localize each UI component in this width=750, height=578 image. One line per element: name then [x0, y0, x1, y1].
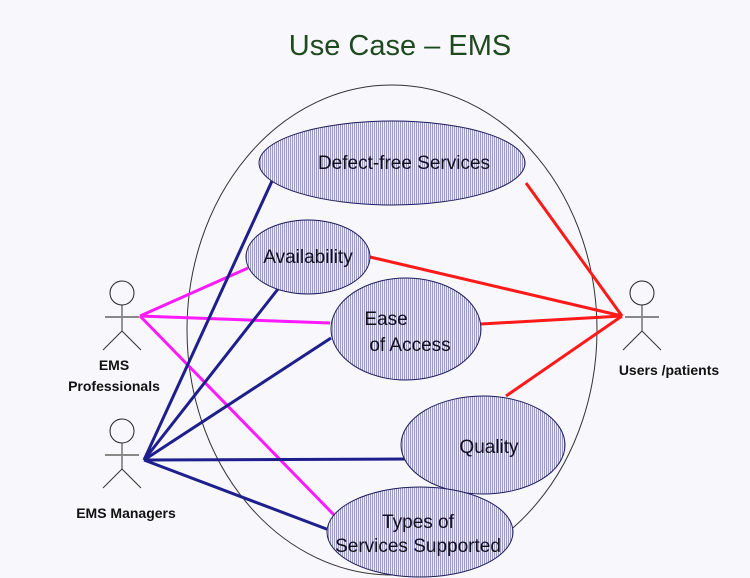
use-case-label: of Access: [369, 335, 450, 356]
actor-users[interactable]: Users /patients: [619, 280, 720, 378]
actor-label: Users /patients: [619, 362, 720, 378]
association-users-defect-free: [524, 182, 624, 317]
association-managers-types-of-services: [143, 458, 346, 538]
actor-head: [109, 280, 135, 306]
use-case-ellipse[interactable]: [400, 395, 566, 495]
use-case-quality[interactable]: Quality: [400, 395, 566, 495]
use-case-label: Types of: [382, 512, 455, 533]
actor-label: EMS Managers: [76, 505, 176, 521]
use-case-label: Quality: [459, 437, 519, 458]
association-professionals-types-of-services: [138, 314, 338, 519]
association-users-availability: [369, 255, 623, 318]
association-managers-availability: [142, 288, 280, 461]
actor-right-leg: [641, 330, 662, 351]
association-users-ease-of-access: [480, 314, 623, 326]
use-case-types-of-services[interactable]: Types of Services Supported: [326, 486, 514, 578]
association-professionals-ease-of-access: [139, 314, 331, 325]
association-managers-defect-free: [142, 180, 274, 461]
actor-label: Professionals: [68, 378, 160, 394]
association-managers-quality: [143, 457, 407, 462]
actor-right-leg: [121, 468, 142, 489]
actor-left-leg: [102, 330, 123, 351]
actor-head: [109, 418, 135, 444]
use-case-defect-free[interactable]: Defect-free Services: [258, 120, 526, 206]
association-managers-ease-of-access: [143, 336, 332, 462]
actor-left-leg: [622, 330, 643, 351]
use-case-label: Services Supported: [335, 536, 501, 557]
association-users-quality: [505, 314, 623, 398]
actor-professionals[interactable]: EMS Professionals: [68, 280, 160, 394]
actor-head: [629, 280, 655, 306]
use-case-ellipse[interactable]: [330, 277, 482, 381]
actor-right-leg: [121, 330, 142, 351]
use-case-label: Defect-free Services: [318, 153, 490, 174]
use-case-ease-of-access[interactable]: Ease of Access: [330, 277, 482, 381]
use-case-label: Availability: [263, 247, 353, 268]
actor-managers[interactable]: EMS Managers: [76, 418, 176, 521]
actor-label: EMS: [99, 357, 129, 373]
diagram-title: Use Case – EMS: [288, 30, 512, 62]
use-case-ellipse[interactable]: [245, 219, 371, 295]
use-case-label: Ease: [364, 309, 407, 330]
association-professionals-availability: [139, 266, 249, 318]
use-case-ellipse[interactable]: [258, 120, 526, 206]
use-case-availability[interactable]: Availability: [245, 219, 371, 295]
use-case-ellipse[interactable]: [326, 486, 514, 578]
actor-left-leg: [102, 468, 123, 489]
